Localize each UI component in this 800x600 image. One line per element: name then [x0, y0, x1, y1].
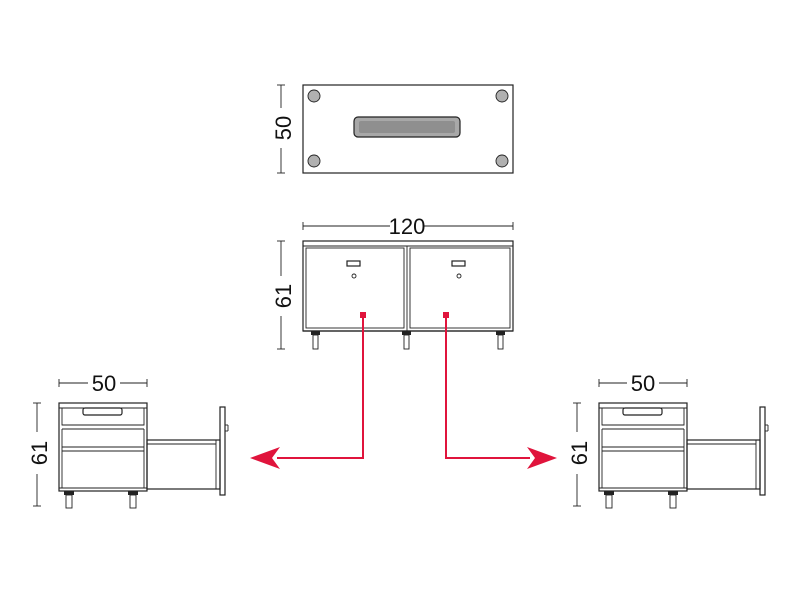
right-side-height-dimension: 61: [567, 402, 592, 507]
left-drawer-front: [219, 406, 226, 496]
front-foot-right: [497, 334, 504, 350]
arrow-right-icon: [527, 447, 557, 469]
left-side-height-label: 61: [27, 441, 52, 465]
right-drawer-front: [759, 406, 766, 496]
top-depth-dimension: 50: [271, 84, 296, 174]
right-side-depth-dimension: 50: [598, 371, 688, 396]
right-door-lock-icon: [456, 273, 462, 279]
top-depth-label: 50: [271, 116, 296, 140]
left-side-depth-dimension: 50: [58, 371, 148, 396]
left-side-depth-label: 50: [92, 371, 116, 396]
arrow-left-icon: [250, 447, 280, 469]
front-width-label: 120: [389, 214, 426, 239]
front-width-dimension: 120: [302, 214, 514, 239]
left-side-foot-back: [129, 494, 137, 509]
left-pulled-drawer: [146, 439, 221, 490]
left-door-handle: [346, 260, 361, 267]
right-side-view: 50 61: [567, 371, 769, 509]
right-side-foot-front: [605, 494, 613, 509]
top-left-foot: [307, 89, 321, 103]
front-height-dimension: 61: [271, 240, 296, 350]
right-side-foot-back: [669, 494, 677, 509]
right-door-handle: [451, 260, 466, 267]
front-foot-middle: [403, 334, 410, 350]
front-foot-left: [312, 334, 319, 350]
bottom-right-foot: [495, 154, 509, 168]
top-view-outline: [302, 84, 514, 174]
top-handle-inner: [359, 121, 455, 133]
left-door-lock-icon: [351, 273, 357, 279]
right-side-height-label: 61: [567, 441, 592, 465]
front-height-label: 61: [271, 284, 296, 308]
opening-arrows: [250, 312, 557, 469]
right-side-depth-label: 50: [631, 371, 655, 396]
top-right-foot: [495, 89, 509, 103]
left-side-height-dimension: 61: [27, 402, 52, 507]
left-side-view: 50 61: [27, 371, 229, 509]
bottom-left-foot: [307, 154, 321, 168]
front-body: [302, 240, 514, 332]
left-side-handle: [82, 407, 123, 416]
top-view: [302, 84, 514, 174]
front-view: 120 61: [271, 214, 514, 350]
left-side-foot-front: [65, 494, 73, 509]
left-door: [305, 247, 405, 329]
right-side-handle: [622, 407, 663, 416]
right-pulled-drawer: [686, 439, 761, 490]
right-door: [409, 247, 511, 329]
